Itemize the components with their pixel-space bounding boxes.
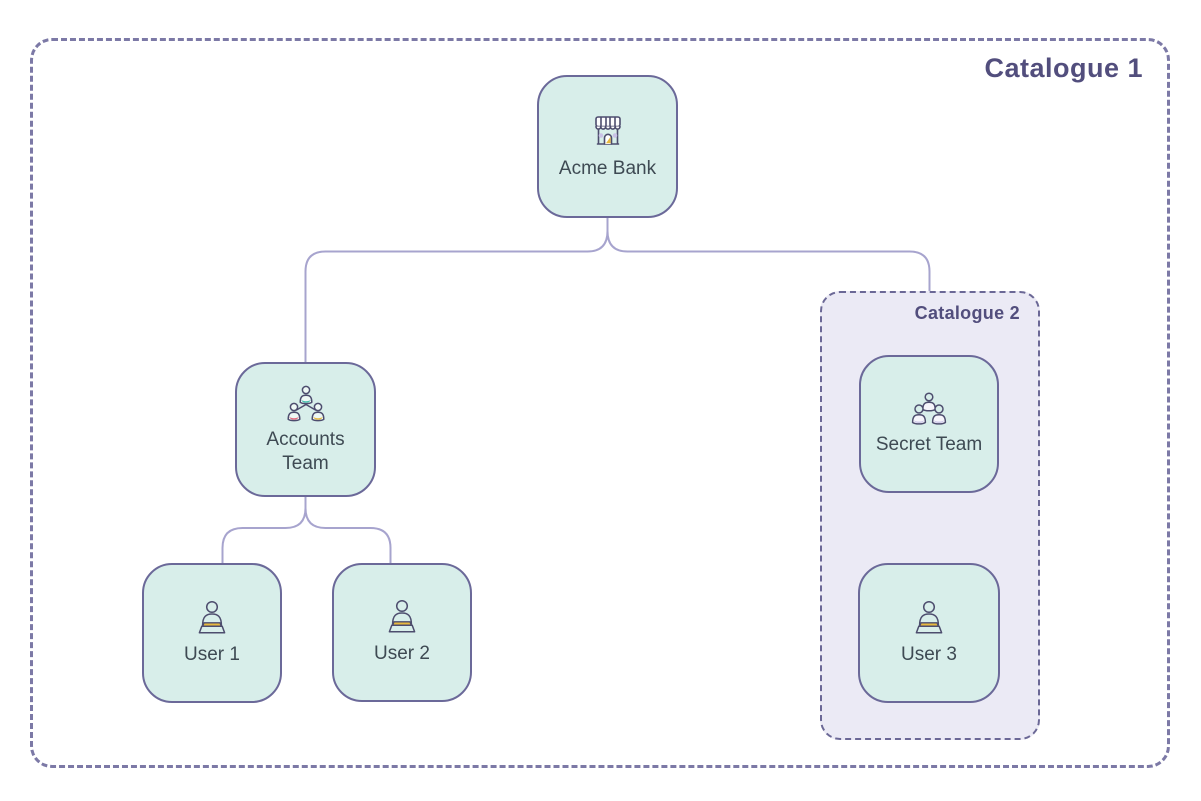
laptop-user-icon	[388, 600, 416, 633]
storefront-icon	[594, 116, 621, 145]
catalogue-1-container: Catalogue 1	[30, 38, 1170, 768]
node-label-secret-team: Secret Team	[875, 433, 983, 455]
node-user-1: User 1	[142, 563, 282, 703]
catalogue-1-label: Catalogue 1	[984, 53, 1143, 83]
node-acme-bank: Acme Bank	[537, 75, 678, 218]
node-label-user-1: User 1	[184, 643, 240, 665]
laptop-user-icon	[915, 600, 943, 634]
node-label-accounts-team: Accounts Team	[266, 428, 345, 474]
node-secret-team: Secret Team	[859, 355, 999, 493]
org-team-icon	[286, 385, 325, 422]
node-label-user-3: User 3	[901, 643, 957, 665]
catalogue-2-label: Catalogue 2	[914, 303, 1020, 323]
node-user-2: User 2	[332, 563, 472, 702]
node-accounts-team: Accounts Team	[235, 362, 376, 497]
laptop-user-icon	[198, 600, 226, 634]
group-team-icon	[911, 392, 947, 425]
node-label-user-2: User 2	[374, 643, 430, 665]
node-label-acme-bank: Acme Bank	[558, 158, 657, 180]
node-user-3: User 3	[858, 563, 1000, 703]
